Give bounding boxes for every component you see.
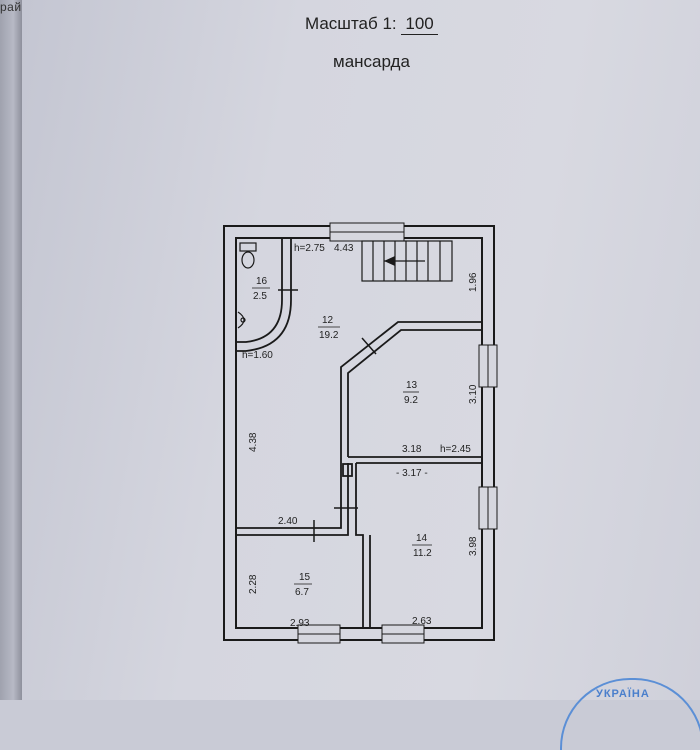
- window-bottom-room14: [381, 624, 425, 644]
- room16-number: 16: [256, 276, 268, 287]
- window-right-room13: [478, 344, 498, 388]
- stairs-arrow-icon: [384, 256, 395, 266]
- dim-left-length: 4.38: [248, 432, 259, 452]
- toilet-icon: [239, 242, 257, 269]
- dim-room13-h: h=2.45: [440, 444, 471, 455]
- scale-caption: Масштаб 1: 100: [305, 14, 438, 35]
- dim-room15-width: 2.93: [290, 618, 310, 629]
- window-right-room14: [478, 486, 498, 530]
- room15-number: 15: [299, 572, 311, 583]
- room13-number: 13: [406, 380, 418, 391]
- dim-room14-height: 3.98: [468, 536, 479, 556]
- room16-area: 2.5: [253, 291, 267, 302]
- dim-top-height: h=2.75: [294, 243, 325, 254]
- dim-left-height: h=1.60: [242, 350, 273, 361]
- staircase: [361, 240, 453, 282]
- scale-label: Масштаб 1:: [305, 14, 397, 33]
- bathroom-walls: [236, 238, 292, 352]
- sink-icon: [237, 311, 246, 329]
- room14-area: 11.2: [413, 548, 432, 559]
- document-sheet: [22, 0, 700, 700]
- room13-walls: [340, 321, 482, 464]
- dim-right-top: 1.96: [468, 272, 479, 292]
- window-bottom-room15: [297, 624, 341, 644]
- room13-door-mark: [361, 337, 377, 355]
- dim-top-width: 4.43: [334, 243, 354, 254]
- room12-number: 12: [322, 315, 334, 326]
- room12-area: 19.2: [319, 330, 339, 341]
- room14-walls: [236, 457, 371, 628]
- room13-area: 9.2: [404, 395, 418, 406]
- floor-plan: h=2.75 4.43 1.96 16 2.5 12 19.2 h=1.60 4…: [223, 222, 498, 644]
- room15-area: 6.7: [295, 587, 309, 598]
- stamp-text: УКРАЇНА: [596, 688, 650, 700]
- dim-room13-width: 3.18: [402, 444, 422, 455]
- floor-title: мансарда: [333, 52, 410, 71]
- scale-value: 100: [401, 14, 438, 35]
- dim-room14-width: 2.63: [412, 616, 432, 627]
- room14-number: 14: [416, 533, 428, 544]
- dim-room15-height: 2.28: [248, 574, 259, 594]
- dim-corridor-width: 2.40: [278, 516, 298, 527]
- dim-mid-width: - 3.17 -: [396, 468, 428, 479]
- dim-room13-height: 3.10: [468, 384, 479, 404]
- window-top: [329, 222, 405, 242]
